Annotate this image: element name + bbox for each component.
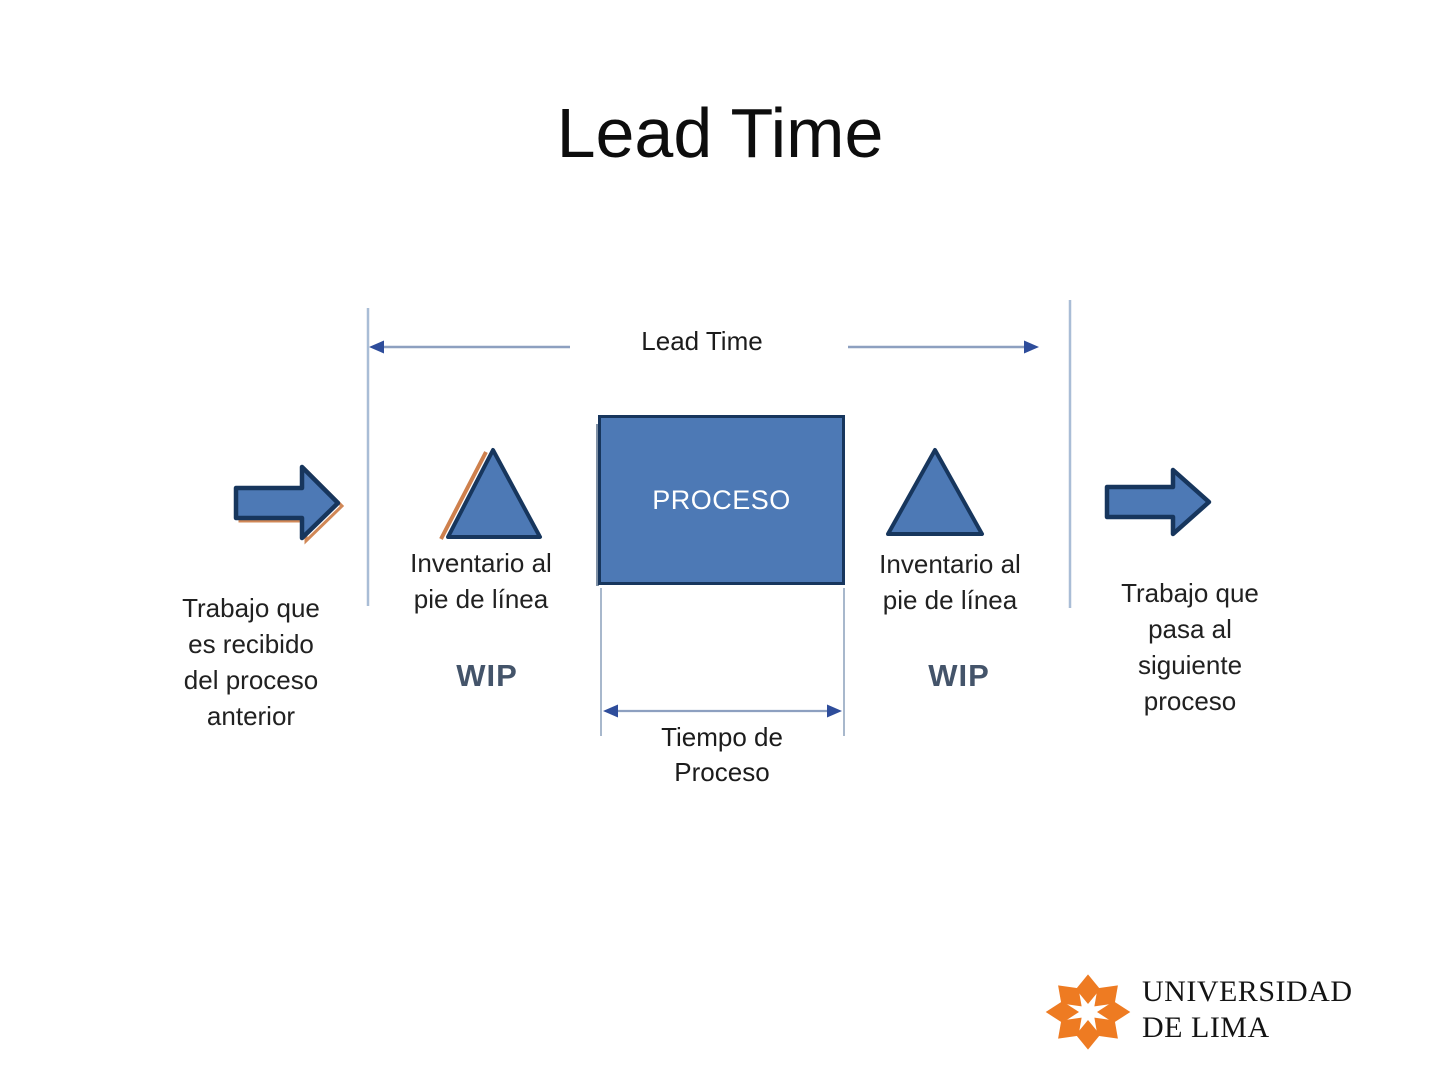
inventory-label-right: Inventario al pie de línea [879, 549, 1021, 615]
outgoing-arrow-icon [1104, 467, 1212, 537]
process-box-label: PROCESO [652, 484, 791, 515]
incoming-arrow-icon [233, 464, 341, 541]
process-time-arrowhead-left [603, 704, 618, 718]
wip-label-right: WIP [928, 658, 990, 693]
lead-time-arrowhead-right [1024, 340, 1039, 354]
incoming-work-note: Trabajo que es recibido del proceso ante… [182, 593, 320, 731]
wip-triangle-left-icon [446, 448, 542, 539]
process-time-arrowhead-right [827, 704, 842, 718]
wip-triangle-right-icon [886, 448, 984, 536]
lead-time-dimension-label: Lead Time [641, 326, 763, 356]
wip-label-left: WIP [456, 658, 518, 693]
outgoing-work-note: Trabajo que pasa al siguiente proceso [1121, 578, 1259, 716]
logo-star-icon [1045, 974, 1131, 1050]
process-box: PROCESO [596, 415, 845, 586]
universidad-de-lima-logo: UNIVERSIDAD DE LIMA [1043, 972, 1388, 1062]
lead-time-arrowhead-left [369, 340, 384, 354]
inventory-label-left: Inventario al pie de línea [410, 548, 552, 614]
page-title: Lead Time [556, 94, 884, 172]
wip-triangle-left-accent [439, 451, 488, 540]
process-time-label: Tiempo de Proceso [661, 722, 783, 787]
logo-wordmark: UNIVERSIDAD DE LIMA [1142, 975, 1353, 1044]
logo-star-center [1070, 996, 1106, 1028]
